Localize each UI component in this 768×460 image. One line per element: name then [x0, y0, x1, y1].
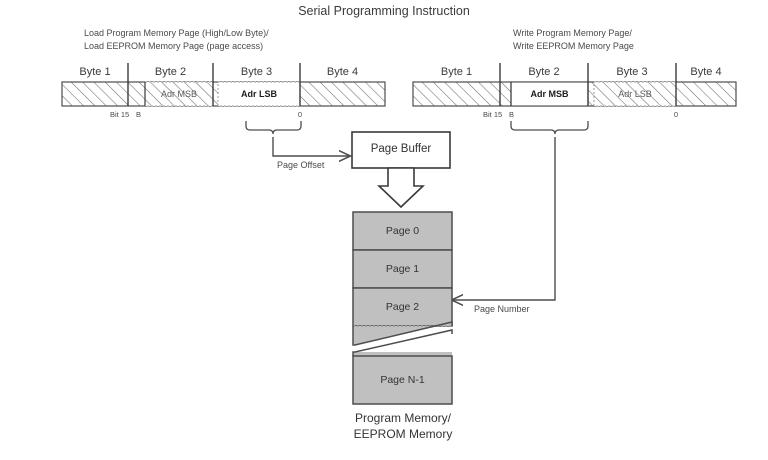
right-group-caption-line2: Write EEPROM Memory Page: [513, 41, 634, 51]
memory-page-label-0: Page 0: [385, 225, 420, 237]
left-field-adr-msb: Adr MSB: [160, 89, 197, 99]
memory-caption-line1: Program Memory/: [354, 411, 452, 425]
left-bracket: [245, 121, 302, 135]
left-field-adr-lsb: Adr LSB: [241, 89, 277, 99]
right-byte-label-1: Byte 1: [440, 66, 473, 78]
right-byte-label-3: Byte 3: [616, 66, 648, 78]
right-byte-label-4: Byte 4: [690, 66, 722, 78]
memory-page-label-2: Page 2: [385, 301, 420, 313]
page-buffer-label: Page Buffer: [370, 143, 432, 155]
left-bit-msb-label: Bit 15: [110, 110, 130, 119]
page-buffer-box: [351, 131, 451, 169]
left-byte-row: [61, 63, 386, 107]
memory-page-label-n: Page N-1: [380, 374, 425, 386]
right-field-adr-msb: Adr MSB: [530, 89, 569, 99]
page-offset-arrow: [272, 137, 350, 156]
right-bit-msb-label: Bit 15: [483, 110, 503, 119]
left-byte-label-4: Byte 4: [326, 66, 359, 78]
page-title: Serial Programming Instruction: [298, 4, 470, 18]
right-byte-label-2: Byte 2: [528, 66, 560, 78]
memory-page-stack: [352, 211, 453, 405]
right-bit-b-label: B: [509, 110, 515, 119]
left-group-caption-line1: Load Program Memory Page (High/Low Byte)…: [84, 28, 269, 38]
right-bracket: [510, 121, 589, 135]
left-byte-label-3: Byte 3: [240, 66, 273, 78]
left-byte-label-2: Byte 2: [154, 66, 187, 78]
page-number-arrow: [452, 137, 556, 300]
left-bit-b-label: B: [136, 110, 142, 119]
left-bit-lsb-label: 0: [297, 110, 303, 119]
right-group-caption-line1: Write Program Memory Page/: [513, 28, 632, 38]
right-bit-lsb-label: 0: [673, 110, 679, 119]
page-offset-label: Page Offset: [277, 160, 325, 170]
memory-page-label-1: Page 1: [385, 263, 420, 275]
right-byte-row: [412, 63, 737, 107]
buffer-to-memory-block-arrow: [377, 167, 425, 209]
page-number-label: Page Number: [474, 304, 530, 314]
left-group-caption-line2: Load EEPROM Memory Page (page access): [84, 41, 264, 51]
left-byte-label-1: Byte 1: [79, 66, 111, 78]
right-field-adr-lsb: Adr LSB: [618, 89, 652, 99]
memory-caption-line2: EEPROM Memory: [353, 427, 453, 441]
